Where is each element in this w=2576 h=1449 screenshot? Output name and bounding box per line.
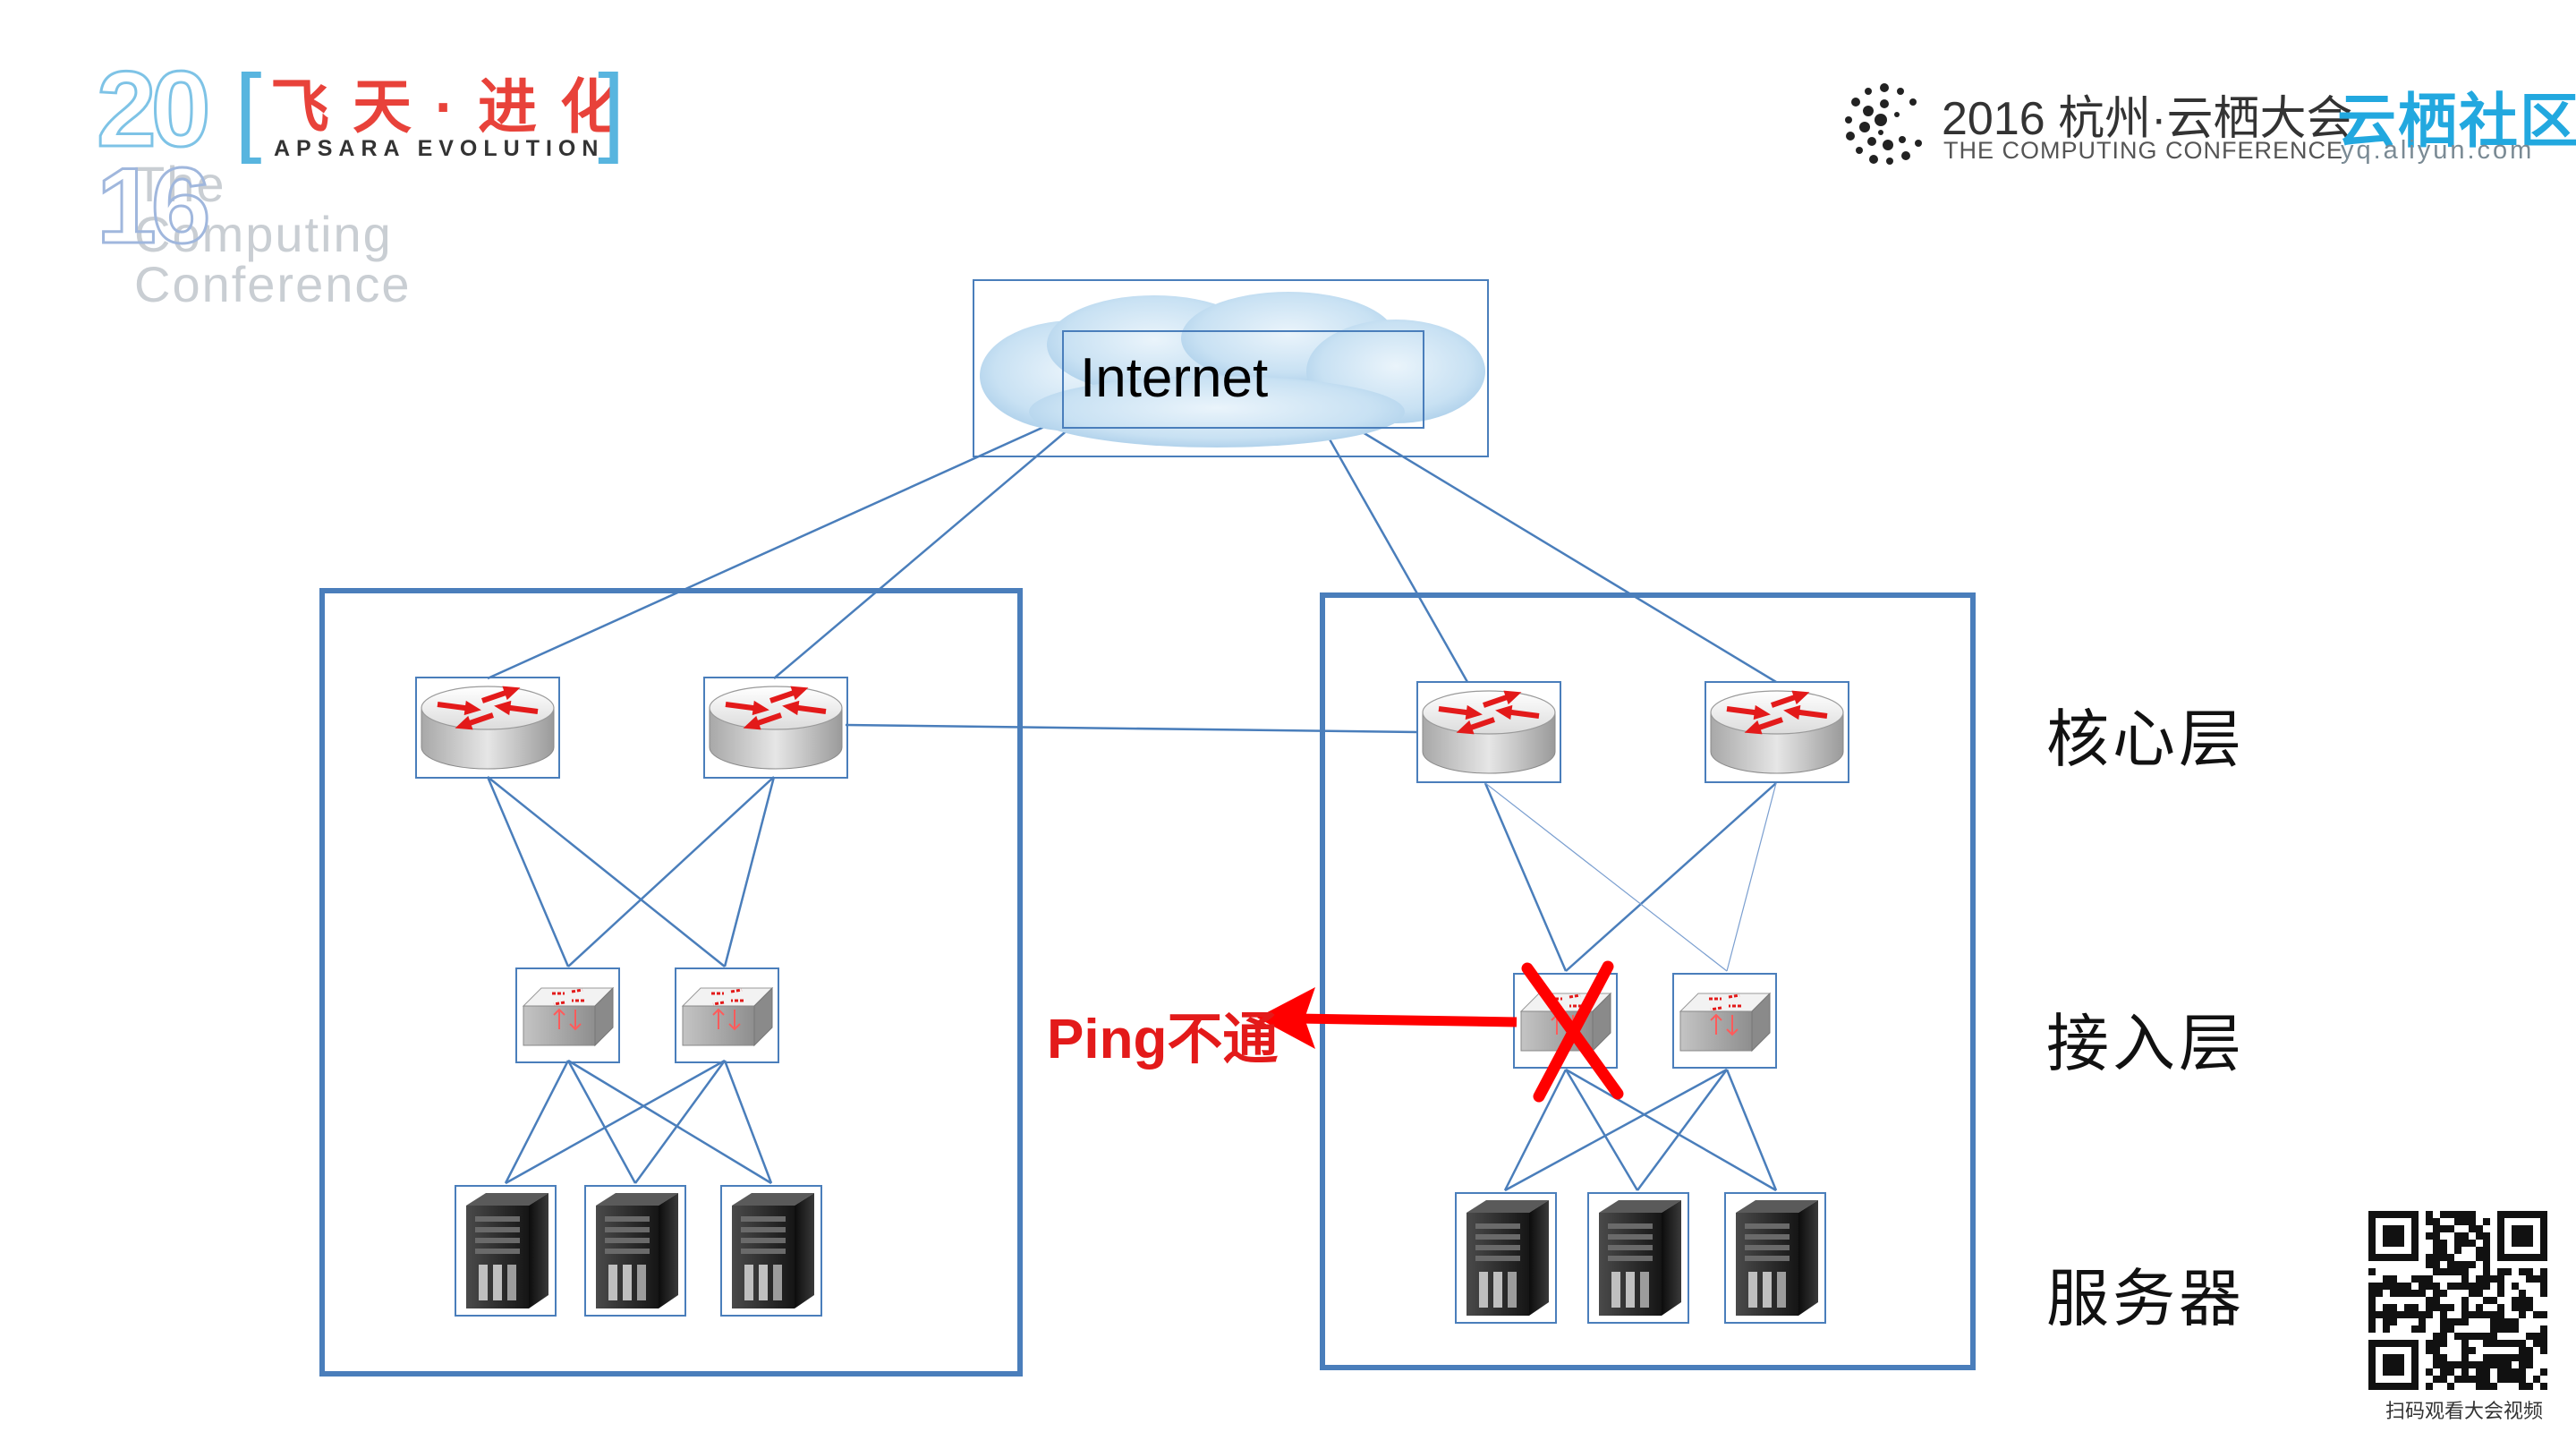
ping-failure-arrow <box>1257 987 1518 1049</box>
conference-logo-icon <box>1845 83 1922 165</box>
qr-code-icon[interactable] <box>2363 1206 2553 1395</box>
router-icon <box>1705 681 1849 783</box>
link-left-access-server <box>566 1060 637 1184</box>
internet-outer-frame <box>973 279 1489 457</box>
logo-chinese-title: 飞天·进化 <box>270 73 642 140</box>
link-internet-core-r2 <box>1305 396 1777 684</box>
ping-failure-label: Ping不通 <box>1047 1009 1279 1070</box>
link-left-core-access <box>487 776 726 967</box>
link-right-access-server <box>1725 1069 1778 1191</box>
server-icon <box>1724 1192 1826 1324</box>
link-internet-core-l1 <box>487 412 1075 680</box>
layer-label-core: 核心层 <box>2046 703 2245 776</box>
server-icon <box>720 1185 822 1317</box>
link-left-access-server <box>567 1059 772 1185</box>
logo-year-bottom: 16 <box>95 146 212 266</box>
internet-inner-frame <box>1062 330 1424 429</box>
router-icon <box>703 677 848 779</box>
link-left-core-access <box>486 776 570 967</box>
link-right-access-server <box>1504 1068 1728 1192</box>
logo-bracket-right: ] <box>598 55 625 165</box>
logo-ghost-text: The Computing Conference <box>134 156 412 312</box>
link-right-access-server <box>1636 1069 1729 1191</box>
link-internet-core-l2 <box>773 413 1088 679</box>
link-left-core-access <box>723 776 776 967</box>
server-icon <box>455 1185 557 1317</box>
link-right-core-access-thin <box>1726 782 1777 972</box>
datacenter-right-frame <box>1320 592 1976 1370</box>
link-right-core-access <box>1565 782 1777 972</box>
conference-subtitle: THE COMPUTING CONFERENCE <box>1943 137 2344 164</box>
switch-icon <box>1672 973 1777 1069</box>
link-left-access-server <box>633 1060 727 1184</box>
link-right-access-server <box>1564 1069 1639 1191</box>
community-title: 云栖社区 <box>2337 88 2576 154</box>
link-right-access-server <box>1503 1069 1568 1191</box>
server-icon <box>584 1185 686 1317</box>
link-left-access-server <box>505 1059 726 1185</box>
logo-year-top: 20 <box>95 49 212 169</box>
layer-label-access: 接入层 <box>2046 1007 2245 1080</box>
switch-icon <box>675 967 779 1063</box>
layer-label-server: 服务器 <box>2046 1262 2245 1335</box>
server-icon <box>1587 1192 1689 1324</box>
link-core-interconnect <box>845 723 1419 734</box>
logo-english-title: APSARA EVOLUTION <box>274 136 605 161</box>
internet-cloud <box>973 279 1489 457</box>
switch-icon <box>515 967 620 1063</box>
link-right-access-server <box>1565 1068 1777 1192</box>
link-right-core-access-thin <box>1484 782 1728 972</box>
internet-label: Internet <box>1080 347 1269 409</box>
datacenter-left-frame <box>319 588 1023 1377</box>
community-url[interactable]: yq.aliyun.com <box>2341 136 2535 165</box>
network-links <box>486 396 1778 1192</box>
router-icon <box>1416 681 1561 783</box>
qr-caption: 扫码观看大会视频 <box>2385 1400 2544 1422</box>
degraded-links <box>1484 782 1777 972</box>
conference-title: 2016 杭州·云栖大会 <box>1942 93 2353 145</box>
link-right-core-access <box>1484 782 1568 972</box>
server-icon <box>1455 1192 1557 1324</box>
router-icon <box>415 677 560 779</box>
logo-bracket-left: [ <box>234 55 262 165</box>
link-internet-core-r1 <box>1305 397 1469 683</box>
link-left-core-access <box>567 776 775 967</box>
link-left-access-server <box>723 1060 773 1184</box>
failure-x-icon <box>1521 960 1624 1103</box>
link-left-access-server <box>504 1060 570 1184</box>
cloud-icon <box>980 292 1485 447</box>
